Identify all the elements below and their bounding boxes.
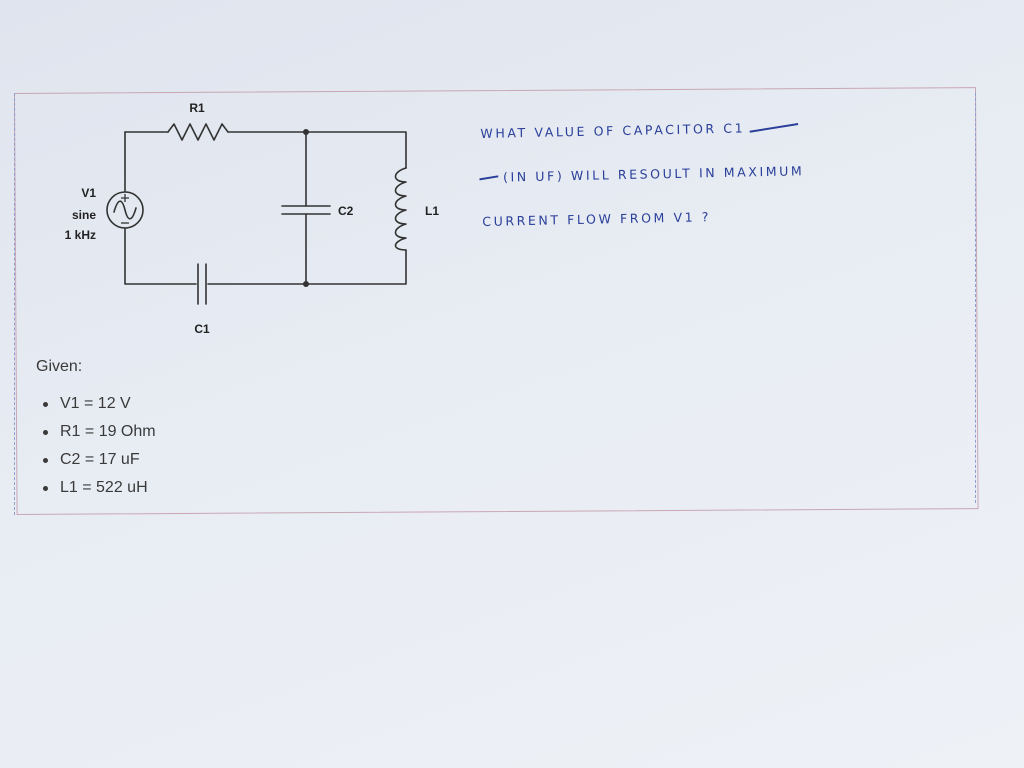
inductor-l1 [394, 167, 407, 251]
label-r1: R1 [189, 101, 205, 115]
crossed-out-scribble [481, 156, 497, 200]
note-line-1-text: What value of capacitor C1 [480, 120, 746, 141]
given-section: Given: V1 = 12 V R1 = 19 Ohm C2 = 17 uF … [36, 358, 156, 502]
wire-top-right [227, 131, 407, 169]
given-title: Given: [36, 358, 83, 375]
capacitor-c2 [281, 205, 331, 215]
note-line-2-text: (in uF) will resoult in maximum [502, 163, 805, 185]
given-list: V1 = 12 V R1 = 19 Ohm C2 = 17 uF L1 = 52… [36, 390, 156, 502]
capacitor-c1 [197, 263, 207, 305]
label-l1: L1 [425, 204, 439, 218]
note-line-3-text: current flow from V1 ? [482, 209, 712, 229]
label-v1-type: sine [72, 208, 96, 222]
given-item-r1: R1 = 19 Ohm [36, 418, 156, 446]
card-edge-right [975, 93, 976, 503]
card-edge-left [14, 93, 15, 515]
handwritten-question: What value of capacitor C1 (in uF) will … [480, 102, 973, 244]
wire-left-lower [124, 227, 197, 285]
label-c1: C1 [194, 322, 210, 336]
crossed-out-scribble [751, 105, 797, 150]
label-v1-freq: 1 kHz [65, 228, 96, 242]
junction-bottom [303, 281, 309, 287]
resistor-r1 [167, 123, 229, 141]
given-item-l1: L1 = 522 uH [36, 474, 156, 502]
label-c2: C2 [338, 204, 354, 218]
plus-sign [121, 194, 129, 202]
wire-bottom [207, 249, 407, 285]
given-item-v1: V1 = 12 V [36, 390, 156, 418]
junction-top [303, 129, 309, 135]
label-v1: V1 [81, 186, 96, 200]
sine-symbol [113, 200, 137, 220]
given-item-c2: C2 = 17 uF [36, 446, 156, 474]
